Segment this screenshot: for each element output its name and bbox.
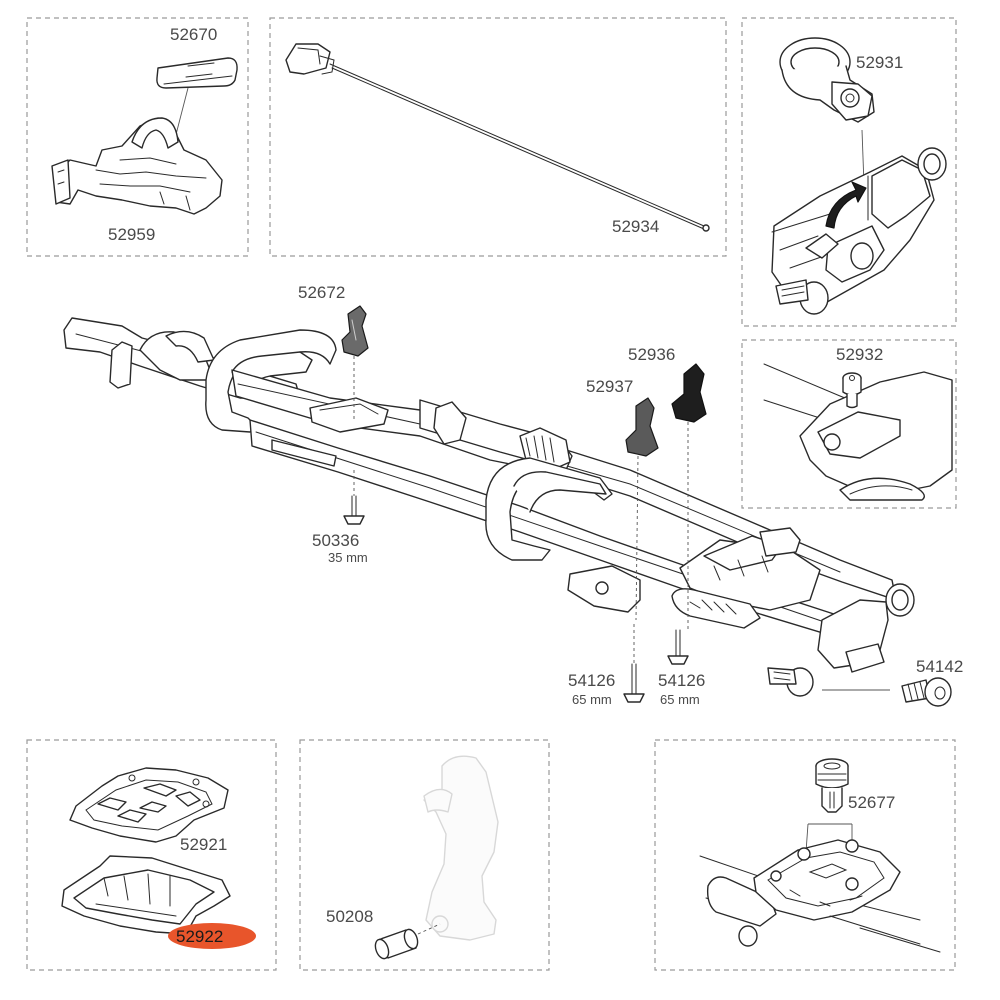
label-52921: 52921 [180,835,227,854]
part-52672[interactable] [341,305,369,357]
label-52931: 52931 [856,53,903,72]
box-52677 [654,739,956,971]
part-52677-bolt[interactable] [815,758,849,813]
part-52959-wheel-cradle[interactable] [51,117,223,215]
label-52677: 52677 [848,793,895,812]
part-52937[interactable] [625,397,659,457]
label-52932: 52932 [836,345,883,364]
box-52922 [26,739,277,971]
highlight-52922 [168,923,256,949]
label-52670: 52670 [170,25,217,44]
box-50208 [299,739,550,971]
label-52937: 52937 [586,377,633,396]
rotate-arrow-icon [825,181,867,229]
part-50208-sleeve[interactable] [373,928,420,961]
part-52670-strap-pad[interactable] [156,57,238,89]
label-52936: 52936 [628,345,675,364]
box-52959 [26,17,249,257]
leader-50208 [417,923,441,935]
label-50336: 50336 [312,531,359,550]
label-52672: 52672 [298,283,345,302]
label-52922: 52922 [176,927,223,946]
box-52932 [741,339,957,509]
detail-52932 [763,363,953,501]
part-52932-bolt[interactable] [842,372,862,409]
label-54126-a: 54126 [568,671,615,690]
part-54126-bolt-a[interactable] [623,663,645,703]
box-52934 [269,17,727,257]
label-54126-b-size: 65 mm [660,692,700,707]
label-50336-size: 35 mm [328,550,368,565]
ghost-arm-50208 [423,755,499,941]
label-54126-b: 54126 [658,671,705,690]
label-54126-a-size: 65 mm [572,692,612,707]
part-52934-rod[interactable] [285,43,710,232]
part-52921-plate[interactable] [69,767,229,843]
part-52931-clamp[interactable] [779,37,875,123]
label-52934: 52934 [612,217,659,236]
part-54142-knob[interactable] [901,677,952,707]
part-50336-bolt[interactable] [343,495,365,525]
detail-52677-plate [699,839,941,953]
part-52936[interactable] [671,363,707,423]
part-54126-bolt-b[interactable] [667,629,689,665]
detail-52931-install [771,147,947,315]
label-52959: 52959 [108,225,155,244]
main-bike-rack-assembly [63,317,915,697]
part-52922-pad[interactable] [61,855,231,935]
label-54142: 54142 [916,657,963,676]
label-50208: 50208 [326,907,373,926]
